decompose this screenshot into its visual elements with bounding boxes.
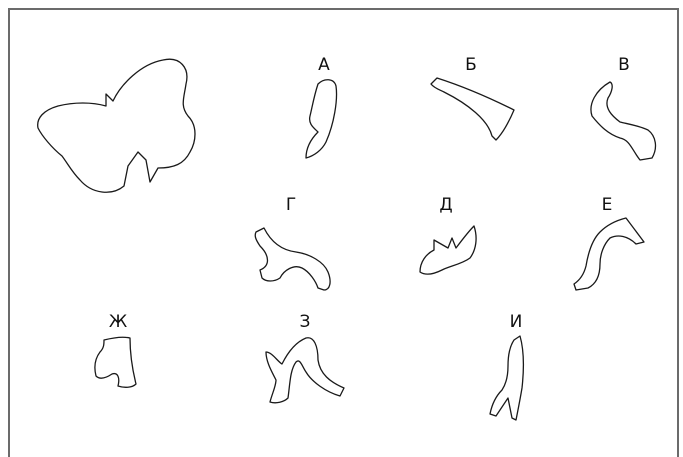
piece-d (420, 226, 476, 274)
butterfly-outline (38, 59, 195, 192)
label-d: Д (439, 195, 452, 215)
label-b: Б (465, 55, 477, 75)
piece-zh (95, 337, 136, 387)
label-g: Г (286, 195, 296, 215)
piece-z (266, 338, 344, 403)
label-v: В (618, 55, 630, 75)
label-z: З (300, 312, 311, 332)
label-i: И (510, 312, 523, 332)
piece-g (255, 228, 330, 290)
piece-v (591, 82, 656, 160)
piece-e (574, 218, 644, 290)
label-zh: Ж (109, 312, 127, 332)
piece-i (490, 336, 523, 420)
piece-b (431, 78, 514, 140)
label-e: Е (602, 195, 613, 215)
piece-a (306, 80, 337, 158)
label-a: А (318, 55, 330, 75)
